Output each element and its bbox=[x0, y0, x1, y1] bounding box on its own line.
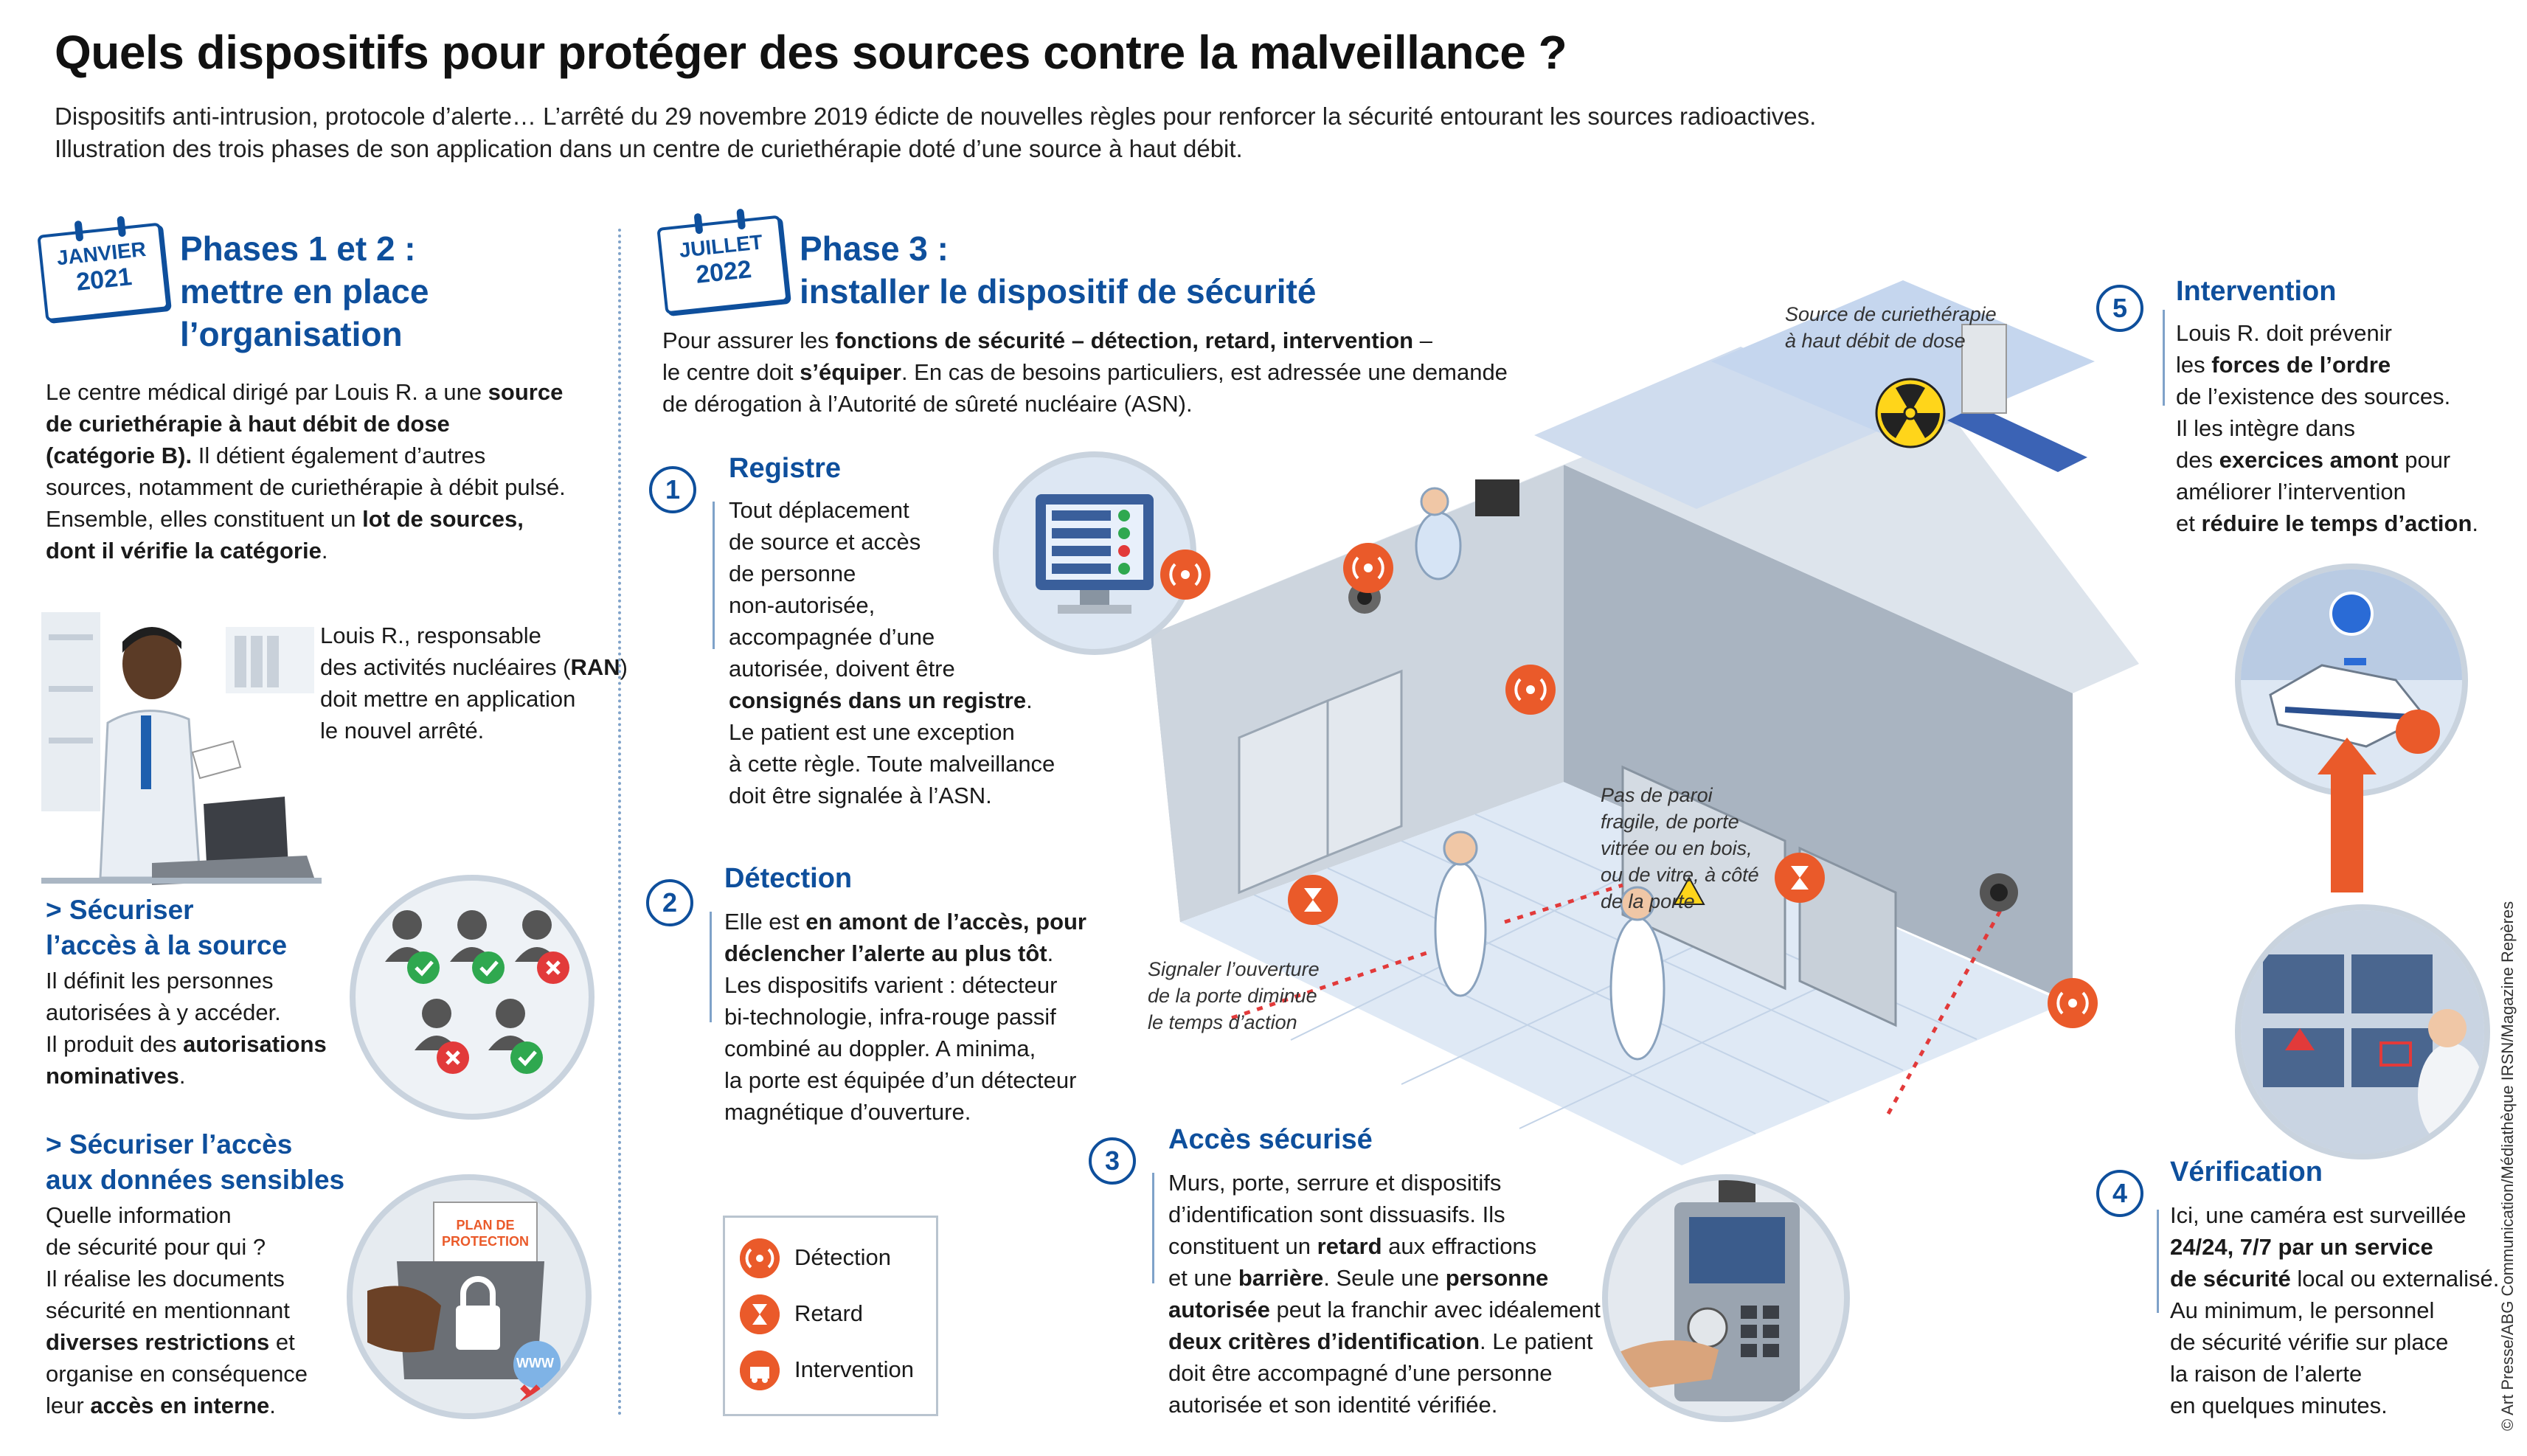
step1-text: Tout déplacement de source et accès de p… bbox=[729, 497, 1055, 808]
calendar-rings-icon bbox=[55, 214, 145, 242]
lead-text: Dispositifs anti-intrusion, protocole d’… bbox=[55, 103, 1817, 162]
step-number-1: 1 bbox=[649, 466, 696, 513]
step1-rule bbox=[713, 502, 715, 649]
treatment-table-icon bbox=[1947, 324, 2087, 472]
phase3-heading: Phase 3 : installer le dispositif de séc… bbox=[800, 229, 1317, 311]
security-monitoring-circle bbox=[2235, 904, 2490, 1159]
step2-rule bbox=[710, 912, 712, 1022]
escalation-arrow bbox=[2331, 767, 2363, 892]
detection-icon bbox=[1343, 543, 1393, 593]
phase12-heading: Phases 1 et 2 : mettre en place l’organi… bbox=[180, 229, 429, 353]
copyright-credit: © Art Presse/ABG Communication/Médiathèq… bbox=[2498, 901, 2517, 1431]
check-icon bbox=[407, 951, 440, 984]
legend-box: Détection Retard Intervention bbox=[723, 1216, 938, 1416]
step-number-3: 3 bbox=[1089, 1137, 1136, 1185]
step4-rule bbox=[2157, 1210, 2159, 1313]
check-icon bbox=[472, 951, 505, 984]
ran-text: Louis R., responsable des activités nucl… bbox=[320, 623, 628, 743]
check-icon bbox=[510, 1041, 543, 1074]
register-monitor-circle bbox=[993, 451, 1196, 655]
secure-data-text: Quelle information de sécurité pour qui … bbox=[46, 1202, 308, 1418]
phase-divider bbox=[618, 229, 621, 1416]
step5-text: Louis R. doit prévenir les forces de l’o… bbox=[2176, 320, 2479, 536]
access-keypad-circle bbox=[1602, 1174, 1850, 1422]
www-label: WWW bbox=[516, 1356, 554, 1370]
radiation-icon bbox=[1875, 378, 1946, 448]
step4-text: Ici, une caméra est surveillée 24/24, 7/… bbox=[2170, 1202, 2500, 1418]
step5-panel bbox=[2152, 263, 2499, 543]
step2-text: Elle est en amont de l’accès, pour décle… bbox=[724, 909, 1086, 1125]
step-number-4: 4 bbox=[2096, 1170, 2143, 1217]
register-screen-icon bbox=[1036, 494, 1154, 614]
control-monitor-icon bbox=[1475, 479, 1519, 516]
authorized-persons-icon bbox=[385, 910, 569, 1074]
keypad-icon bbox=[1608, 1180, 1800, 1401]
calendar-january-2021: JANVIER 2021 bbox=[37, 215, 170, 322]
step3-text: Murs, porte, serrure et dispositifs d’id… bbox=[1168, 1170, 1601, 1418]
wall-annotation: Pas de paroi fragile, de porte vitrée ou… bbox=[1601, 784, 1759, 912]
authorized-persons-circle bbox=[350, 875, 595, 1120]
facility-illustration bbox=[1151, 280, 2139, 1165]
calendar-rings-icon bbox=[675, 207, 765, 235]
monitoring-screens-icon bbox=[2241, 910, 2484, 1154]
source-annotation: Source de curiethérapie à haut débit de … bbox=[1785, 303, 1997, 352]
police-car-icon bbox=[2241, 569, 2462, 754]
phase12-intro: Le centre médical dirigé par Louis R. a … bbox=[46, 379, 566, 564]
warning-triangle-icon bbox=[1673, 876, 1705, 905]
step3-title: Accès sécurisé bbox=[1168, 1124, 1373, 1155]
step1-title: Registre bbox=[729, 453, 842, 484]
step5-rule bbox=[2163, 310, 2165, 406]
hourglass-icon bbox=[1775, 853, 1825, 903]
secure-access-text: Il définit les personnes autorisées à y … bbox=[46, 968, 327, 1089]
security-camera-icon bbox=[1980, 873, 2018, 912]
hourglass-icon bbox=[1288, 875, 1338, 925]
detection-icon bbox=[1505, 665, 1556, 715]
step5-title: Intervention bbox=[2176, 276, 2337, 307]
secure-data-heading: > Sécuriser l’accès aux données sensible… bbox=[46, 1129, 345, 1195]
protected-documents-circle: PLAN DE PROTECTION WWW bbox=[347, 1174, 592, 1419]
louis-r-illustration bbox=[41, 612, 322, 885]
hourglass-icon bbox=[740, 1294, 780, 1334]
page-title: Quels dispositifs pour protéger des sour… bbox=[55, 26, 1567, 79]
signal-annotation: Signaler l’ouverture de la porte diminue… bbox=[1148, 958, 1320, 1033]
step3-rule bbox=[1152, 1173, 1154, 1283]
step4-title: Vérification bbox=[2170, 1157, 2323, 1188]
step-number-5: 5 bbox=[2096, 285, 2143, 332]
padlock-folder-icon bbox=[367, 1202, 561, 1405]
calendar-july-2022: JUILLET 2022 bbox=[656, 208, 789, 315]
folder-label: PLAN DE PROTECTION bbox=[441, 1218, 529, 1249]
detection-icon bbox=[740, 1238, 780, 1278]
step-number-2: 2 bbox=[646, 879, 693, 926]
detection-icon bbox=[2048, 978, 2098, 1028]
step2-title: Détection bbox=[724, 863, 853, 894]
intervention-icon bbox=[740, 1351, 780, 1390]
police-intervention-circle bbox=[2235, 564, 2468, 797]
secure-access-heading: > Sécuriser l’accès à la source bbox=[46, 895, 288, 960]
detection-icon bbox=[1160, 550, 1210, 600]
phase3-intro: Pour assurer les fonctions de sécurité –… bbox=[662, 327, 1508, 417]
